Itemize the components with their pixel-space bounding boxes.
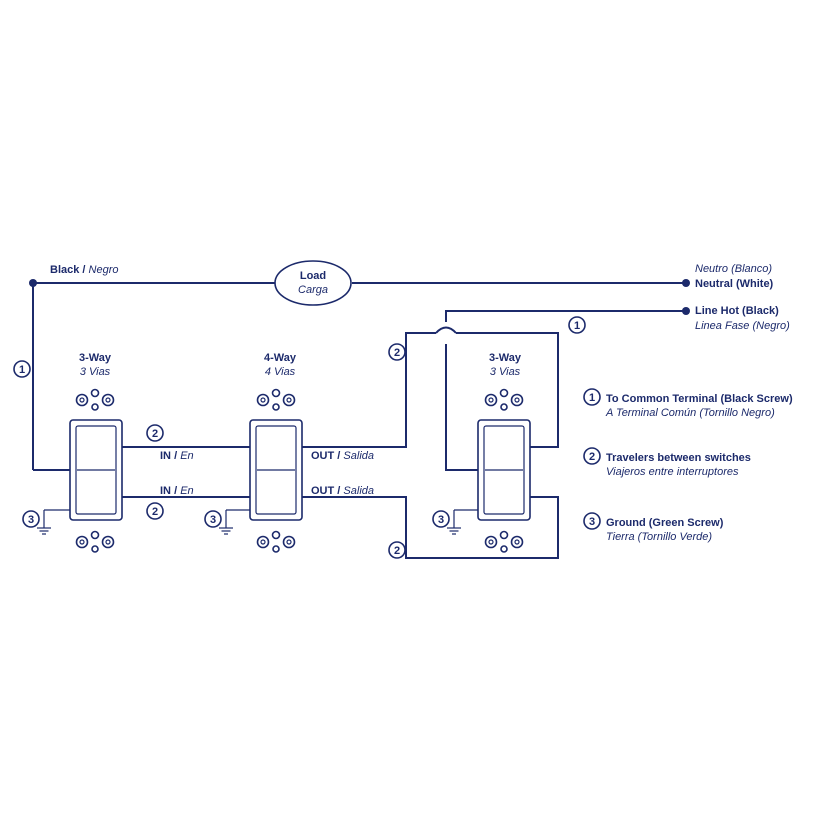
line-hot-to-common — [445, 344, 478, 471]
marker-2-upper-right — [388, 343, 406, 361]
svg-text:2: 2 — [394, 545, 400, 557]
load-ellipse — [274, 260, 352, 306]
marker-2-lower-right — [388, 541, 406, 559]
neutral-wire-dot — [682, 279, 690, 287]
switch2-toggle — [255, 425, 297, 515]
marker-1-right — [568, 316, 586, 334]
marker-2-upper-left — [146, 424, 164, 442]
switch1-top-screws — [75, 388, 115, 411]
legend-item-3: 3 Ground (Green Screw) Tierra (Tornillo … — [583, 512, 724, 543]
svg-text:3: 3 — [589, 516, 595, 528]
neutral-label-en: Neutral (White) — [695, 278, 774, 290]
switch1-subtitle: 3 Vias — [80, 366, 111, 378]
switch1-toggle — [75, 425, 117, 515]
marker-3-switch2 — [204, 510, 222, 528]
load-subtitle: Carga — [298, 284, 328, 296]
load-title: Load — [300, 270, 326, 282]
marker-2-lower-left — [146, 502, 164, 520]
line-hot-label-en: Line Hot (Black) — [695, 305, 779, 317]
svg-text:1: 1 — [574, 320, 580, 332]
svg-text:1: 1 — [19, 364, 25, 376]
svg-text:2: 2 — [394, 347, 400, 359]
marker-1-left — [13, 360, 31, 378]
marker-3-switch1 — [22, 510, 40, 528]
switch2-subtitle: 4 Vias — [265, 366, 296, 378]
legend-item-2: 2 Travelers between switches Viajeros en… — [583, 447, 751, 478]
traveler-a-2-3-cont — [456, 332, 559, 448]
traveler-hop — [435, 326, 457, 334]
out-label-lower: OUT / Salida — [311, 485, 374, 497]
switch1-title: 3-Way — [79, 352, 112, 364]
switch3-top-screws — [484, 388, 524, 411]
legend-1-title: To Common Terminal (Black Screw) — [606, 393, 793, 405]
switch2-title: 4-Way — [264, 352, 297, 364]
legend-item-1: 1 To Common Terminal (Black Screw) A Ter… — [583, 388, 793, 419]
svg-text:2: 2 — [589, 451, 595, 463]
switch3-subtitle: 3 Vias — [490, 366, 521, 378]
legend-2-title: Travelers between switches — [606, 452, 751, 464]
legend-3-title: Ground (Green Screw) — [606, 517, 724, 529]
neutral-label-es: Neutro (Blanco) — [695, 263, 772, 275]
marker-3-switch3 — [432, 510, 450, 528]
in-label-upper: IN / En — [160, 450, 194, 462]
switch1-bottom-screws — [75, 530, 115, 553]
traveler-a-2-3 — [302, 332, 436, 448]
switch2-top-screws — [256, 388, 296, 411]
switch2-bottom-screws — [256, 530, 296, 553]
switch3-bottom-screws — [484, 530, 524, 553]
switch3-toggle — [483, 425, 525, 515]
legend-2-subtitle: Viajeros entre interruptores — [606, 466, 739, 478]
svg-text:2: 2 — [152, 506, 158, 518]
legend-3-subtitle: Tierra (Tornillo Verde) — [606, 531, 712, 543]
legend-1-subtitle: A Terminal Común (Tornillo Negro) — [605, 407, 775, 419]
traveler-b-2-3 — [302, 496, 559, 559]
out-label-upper: OUT / Salida — [311, 450, 374, 462]
switch3-title: 3-Way — [489, 352, 522, 364]
line-hot-wire — [445, 310, 686, 322]
svg-text:3: 3 — [28, 514, 34, 526]
line-hot-label-es: Linea Fase (Negro) — [695, 320, 790, 332]
in-label-lower: IN / En — [160, 485, 194, 497]
svg-text:2: 2 — [152, 428, 158, 440]
svg-text:1: 1 — [589, 392, 595, 404]
svg-text:3: 3 — [438, 514, 444, 526]
svg-text:3: 3 — [210, 514, 216, 526]
black-label: Black / Negro — [50, 264, 119, 276]
